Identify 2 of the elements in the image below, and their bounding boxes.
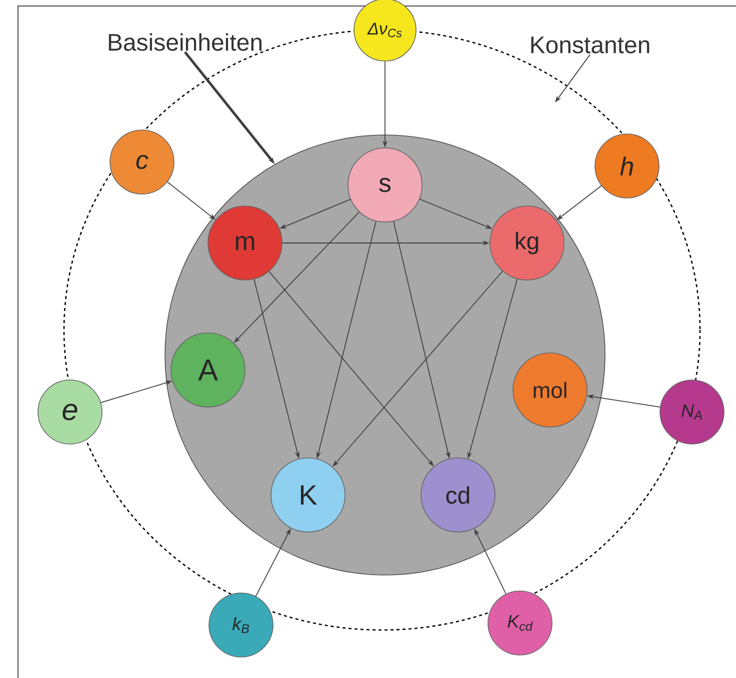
heading-label: Konstanten <box>531 36 650 54</box>
heading-label: Basiseinheiten <box>108 33 262 51</box>
